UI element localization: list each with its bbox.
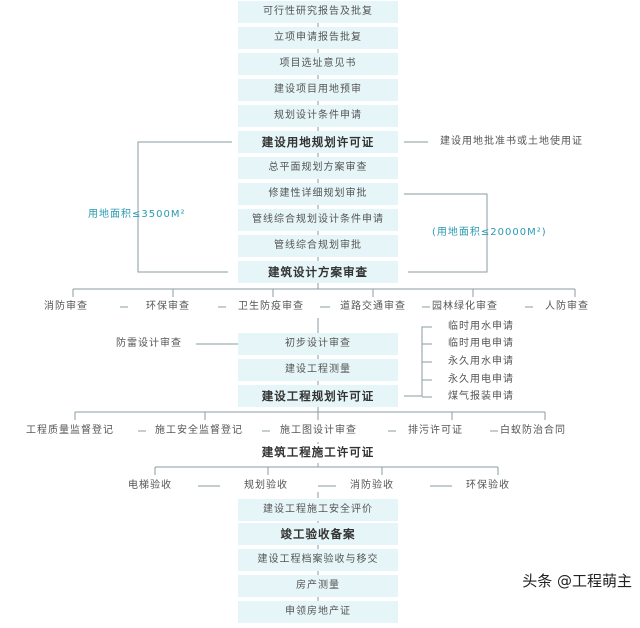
row1-item: 园林绿化审查	[432, 301, 498, 312]
flow-step: 建设工程测量	[238, 359, 398, 381]
flow-step: 建设工程档案验收与移交	[238, 549, 398, 571]
flow-step: 初步设计审查	[238, 333, 398, 355]
flow-step: 项目选址意见书	[238, 53, 398, 75]
row1-item: 卫生防疫审查	[238, 301, 304, 312]
right-bypass-line	[404, 193, 488, 273]
flow-step: 竣工验收备案	[238, 523, 398, 545]
main-arrows	[72, 23, 576, 601]
flow-step: 建设用地规划许可证	[238, 131, 398, 153]
row3-item: 环保验收	[466, 480, 510, 491]
flow-step: 修建性详细规划审批	[238, 183, 398, 205]
flow-step: 管线综合规划设计条件申请	[238, 209, 398, 231]
utilities-item: 临时用水申请	[448, 321, 514, 332]
lightning-review: 防雷设计审查	[116, 338, 182, 349]
land-cert-label: 建设用地批准书或土地使用证	[440, 136, 583, 147]
row2-item: 施工图设计审查	[280, 425, 357, 436]
flow-step: 房产测量	[238, 575, 398, 597]
row1-item: 人防审查	[545, 301, 589, 312]
row2-item: 工程质量监督登记	[26, 425, 114, 436]
flow-step: 管线综合规划审批	[238, 235, 398, 257]
row1-item: 消防审查	[44, 301, 88, 312]
utilities-item: 永久用电申请	[448, 374, 514, 385]
row1-item: 道路交通审查	[340, 301, 406, 312]
row3-item: 消防验收	[350, 480, 394, 491]
row1-item: 环保审查	[146, 301, 190, 312]
utilities-item: 临时用电申请	[448, 338, 514, 349]
row3-item: 规划验收	[244, 480, 288, 491]
row3-item: 电梯验收	[128, 480, 172, 491]
flow-step: 建设工程规划许可证	[238, 385, 398, 407]
row2-item: 排污许可证	[408, 425, 463, 436]
row2-item: 白蚁防治合同	[500, 425, 566, 436]
flow-step: 建设工程施工安全评价	[238, 499, 398, 521]
flow-step: 建筑设计方案审查	[238, 261, 398, 283]
flow-step: 立项申请报告批复	[238, 27, 398, 49]
watermark: 头条 @工程萌主	[522, 572, 632, 590]
left-bypass-line	[137, 141, 232, 273]
area-small-label: 用地面积≤3500M²	[88, 209, 186, 220]
row2-item: 施工安全监督登记	[155, 425, 243, 436]
flow-step: 总平面规划方案审查	[238, 157, 398, 179]
flow-step: 建筑工程施工许可证	[261, 445, 375, 459]
flow-step: 建设项目用地预审	[238, 79, 398, 101]
flow-step: 申领房地产证	[238, 601, 398, 623]
utilities-item: 永久用水申请	[448, 356, 514, 367]
utilities-bracket	[404, 326, 432, 398]
area-large-label: (用地面积≤20000M²)	[432, 227, 547, 238]
flow-step: 可行性研究报告及批复	[238, 1, 398, 23]
utilities-item: 煤气报装申请	[448, 391, 514, 402]
flow-step: 规划设计条件申请	[238, 105, 398, 127]
